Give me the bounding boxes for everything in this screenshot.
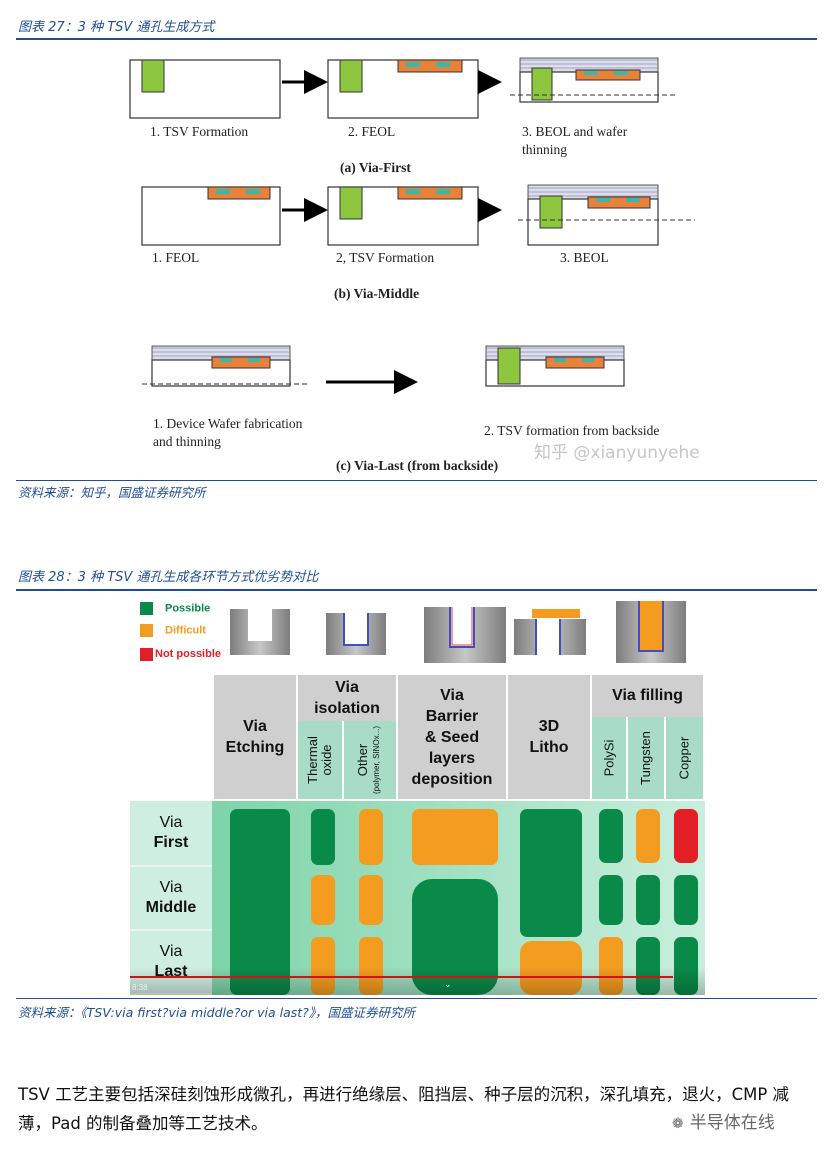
tsv-comparison-table: Possible Difficult Not possible: [130, 597, 705, 995]
step-label: 1. Device Wafer fabrication and thinning: [153, 416, 303, 449]
tsv-process-diagram: 1. TSV Formation 2. FEOL (a) Via-First: [120, 50, 720, 480]
row-label-via-last: ViaLast: [130, 931, 212, 995]
step-label: 3. BEOL and wafer thinning: [522, 124, 628, 157]
via-last-step2: [485, 345, 625, 387]
figure-27-caption: 图表 27：3 种 TSV 通孔生成方式: [18, 20, 215, 35]
figure-28-caption: 图表 28：3 种 TSV 通孔生成各环节方式优劣势对比: [18, 570, 319, 585]
filling-icon: [616, 601, 686, 663]
header-via-isolation: Via isolation: [298, 675, 398, 721]
status-litho-first-middle-possible: [520, 809, 582, 937]
status-thermal-middle-difficult: [311, 875, 335, 925]
section-title: (a) Via-First: [340, 160, 411, 175]
legend-possible: Possible: [140, 602, 210, 615]
via-first-step2: [327, 59, 479, 119]
status-litho-last-difficult: [520, 941, 582, 995]
caption-rule: [16, 589, 817, 591]
isolation-icon: [326, 613, 386, 655]
via-middle-step3: [518, 184, 695, 246]
step-label: 2, TSV Formation: [336, 250, 434, 265]
status-tungsten-first-difficult: [636, 809, 660, 863]
status-copper-last-possible: [674, 937, 698, 995]
body-paragraph: TSV 工艺主要包括深硅刻蚀形成微孔，再进行绝缘层、阻挡层、种子层的沉积，深孔填…: [18, 1085, 790, 1133]
legend-not-possible: Not possible: [140, 648, 221, 661]
step-label: 1. TSV Formation: [150, 124, 248, 139]
status-polysi-first-possible: [599, 809, 623, 863]
subheader-thermal-oxide: Thermal oxide: [298, 721, 344, 799]
chevron-down-icon[interactable]: ⌄: [444, 980, 452, 990]
caption-rule: [16, 38, 817, 40]
header-via-filling: Via filling: [592, 675, 705, 717]
step-label: 1. FEOL: [152, 250, 199, 265]
via-cross-section-icons: [230, 601, 686, 663]
subheader-other: Other(polymer, SINOx...): [344, 721, 398, 799]
section-title: (b) Via-Middle: [334, 286, 419, 301]
status-thermal-first-possible: [311, 809, 335, 865]
status-copper-middle-possible: [674, 875, 698, 925]
step-label: 2. FEOL: [348, 124, 395, 139]
status-other-last-difficult: [359, 937, 383, 995]
legend-difficult: Difficult: [140, 624, 206, 637]
header-3d-litho: 3D Litho: [508, 675, 592, 799]
status-tungsten-last-possible: [636, 937, 660, 995]
subheader-polysi: PolySi: [592, 717, 628, 799]
status-barrier-middle-last-possible: [412, 879, 498, 995]
step-label: 2. TSV formation from backside: [484, 423, 660, 438]
status-other-first-difficult: [359, 809, 383, 865]
tsv-process-svg: 1. TSV Formation 2. FEOL (a) Via-First: [129, 57, 695, 473]
etching-icon: [230, 609, 290, 655]
status-thermal-last-difficult: [311, 937, 335, 995]
via-middle-step1: [141, 186, 281, 246]
section-title: (c) Via-Last (from backside): [336, 458, 498, 473]
header-via-etching: Via Etching: [214, 675, 298, 799]
step-label: 3. BEOL: [560, 250, 609, 265]
wechat-icon: ❁: [672, 1116, 684, 1132]
litho-icon: [514, 609, 586, 655]
source-rule: [16, 998, 817, 999]
video-progress-bar[interactable]: [130, 976, 673, 978]
status-tungsten-middle-possible: [636, 875, 660, 925]
via-middle-step2: [327, 186, 479, 246]
status-polysi-middle-possible: [599, 875, 623, 925]
status-other-middle-difficult: [359, 875, 383, 925]
figure-27-source: 资料来源：知乎，国盛证券研究所: [18, 485, 206, 500]
brand-watermark: ❁半导体在线: [672, 1113, 775, 1133]
legend-swatch: [140, 602, 153, 615]
subheader-tungsten: Tungsten: [628, 717, 666, 799]
video-overlay: [130, 967, 705, 995]
legend-swatch: [140, 648, 153, 661]
barrier-icon: [424, 607, 506, 663]
header-via-barrier: Via Barrier & Seed layers deposition: [398, 675, 508, 799]
status-polysi-last-difficult: [599, 937, 623, 995]
source-rule: [16, 480, 817, 481]
status-copper-first-not-possible: [674, 809, 698, 863]
via-last-step1: [142, 345, 308, 387]
subheader-copper: Copper: [666, 717, 705, 799]
status-etching-all-possible: [230, 809, 290, 995]
status-barrier-first-difficult: [412, 809, 498, 865]
figure-28-source: 资料来源：《TSV:via first?via middle?or via la…: [18, 1005, 416, 1020]
via-first-step3: [510, 57, 678, 103]
via-first-step1: [129, 59, 281, 119]
watermark: 知乎 @xianyunyehe: [534, 443, 700, 463]
video-timestamp: 8:38: [132, 983, 148, 992]
legend-swatch: [140, 624, 153, 637]
